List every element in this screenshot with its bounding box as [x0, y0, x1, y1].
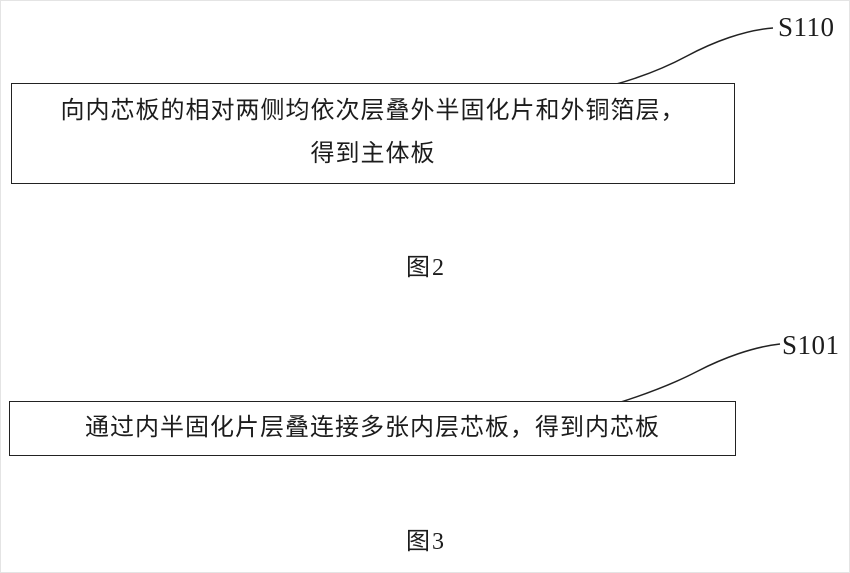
s101-leader-line [620, 343, 781, 403]
s110-leader-line [612, 27, 774, 86]
figure2-box-text-line1: 向内芯板的相对两侧均依次层叠外半固化片和外铜箔层， [60, 98, 686, 125]
step-label-s110: S110 [778, 12, 835, 42]
figure3-caption: 图3 [406, 529, 446, 555]
figure2-caption: 图2 [406, 255, 446, 281]
step-label-s101: S101 [782, 330, 840, 360]
figure2-box-text-line2: 得到主体板 [310, 141, 436, 167]
figure3-box-text-line1: 通过内半固化片层叠连接多张内层芯板，得到内芯板 [85, 414, 660, 441]
figure3-process-box: 通过内半固化片层叠连接多张内层芯板，得到内芯板 [9, 401, 736, 456]
figure2-process-box: 向内芯板的相对两侧均依次层叠外半固化片和外铜箔层， 得到主体板 [11, 83, 735, 184]
